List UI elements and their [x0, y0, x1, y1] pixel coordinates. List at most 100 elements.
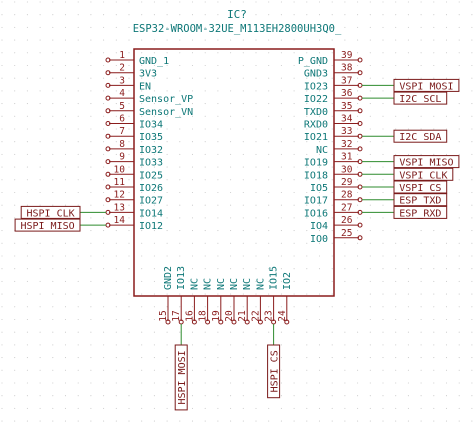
- pin-name: IO15: [269, 266, 280, 290]
- pin-number: 4: [119, 88, 125, 99]
- pin-number: 13: [114, 202, 125, 213]
- pin-name: GND3: [304, 69, 328, 80]
- net-label-vspi-miso-text: VSPI_MISO: [399, 158, 453, 169]
- pin-name: Sensor_VN: [139, 107, 193, 118]
- pin-name: IO35: [139, 132, 163, 143]
- pin-number: 3: [119, 75, 125, 86]
- net-label-esp-txd[interactable]: ESP_TXD: [393, 193, 448, 207]
- net-label-hspi-miso[interactable]: HSPI_MISO: [14, 218, 81, 232]
- pin-3[interactable]: 3EN: [105, 75, 151, 92]
- pin-number: 15: [158, 310, 169, 321]
- pin-number: 9: [119, 152, 125, 163]
- pin-number: 37: [341, 75, 352, 86]
- pin-name: IO23: [304, 81, 328, 92]
- net-label-hspi-clk[interactable]: HSPI_CLK: [20, 205, 81, 219]
- pin-name: IO34: [139, 120, 163, 131]
- pin-39[interactable]: 39P_GND: [298, 50, 363, 67]
- net-label-i2c-scl[interactable]: I2C_SCL: [393, 91, 448, 105]
- net-label-hspi-clk-text: HSPI_CLK: [27, 208, 75, 219]
- pin-number: 34: [341, 114, 353, 125]
- pin-number: 25: [341, 228, 352, 239]
- pin-group: 1GND_123V33EN4Sensor_VP5Sensor_VN6IO347I…: [105, 50, 363, 325]
- pin-number: 27: [341, 202, 352, 213]
- net-label-i2c-sda[interactable]: I2C_SDA: [393, 129, 448, 143]
- net-label-hspi-mosi[interactable]: HSPI_MOSI: [174, 344, 188, 411]
- net-label-vspi-miso[interactable]: VSPI_MISO: [393, 155, 460, 169]
- pin-name: IO32: [139, 145, 163, 156]
- pin-number: 11: [114, 177, 126, 188]
- pin-name: IO14: [139, 208, 163, 219]
- pin-name: P_GND: [298, 56, 328, 67]
- pin-name: 3V3: [139, 69, 157, 80]
- pin-number: 21: [237, 310, 248, 322]
- pin-name: IO21: [304, 132, 328, 143]
- component-reference: IC?: [227, 8, 247, 21]
- pin-name: RXD0: [304, 120, 328, 131]
- pin-name: EN: [139, 81, 151, 92]
- pin-number: 29: [341, 177, 353, 188]
- pin-number: 38: [341, 63, 353, 74]
- pin-name: NC: [229, 278, 240, 290]
- pin-name: IO0: [310, 234, 328, 245]
- net-label-vspi-mosi[interactable]: VSPI_MOSI: [393, 78, 460, 92]
- pin-number: 12: [114, 190, 125, 201]
- pin-name: IO19: [304, 158, 328, 169]
- net-label-hspi-miso-text: HSPI_MISO: [20, 221, 74, 232]
- pin-name: IO25: [139, 170, 163, 181]
- pin-number: 17: [171, 310, 182, 321]
- pin-name: IO26: [139, 183, 163, 194]
- net-wires: [80, 84, 394, 345]
- net-label-hspi-cs[interactable]: HSPI_CS: [267, 344, 281, 399]
- net-label-vspi-cs[interactable]: VSPI_CS: [393, 180, 448, 194]
- net-label-vspi-clk[interactable]: VSPI_CLK: [393, 167, 454, 181]
- net-label-esp-txd-text: ESP_TXD: [399, 196, 441, 207]
- pin-name: NC: [316, 145, 328, 156]
- pin-number: 33: [341, 126, 352, 137]
- pin-number: 23: [264, 310, 275, 321]
- pin-number: 1: [119, 50, 125, 61]
- pin-number: 26: [341, 215, 353, 226]
- pin-number: 32: [341, 139, 352, 150]
- pin-name: IO12: [139, 221, 163, 232]
- pin-name: GND_1: [139, 56, 169, 67]
- pin-number: 28: [341, 190, 353, 201]
- pin-number: 6: [119, 114, 125, 125]
- pin-number: 7: [119, 126, 125, 137]
- pin-number: 22: [250, 310, 261, 321]
- pin-number: 35: [341, 101, 352, 112]
- pin-name: IO4: [310, 221, 328, 232]
- pin-number: 16: [184, 310, 195, 322]
- net-label-i2c-scl-text: I2C_SCL: [399, 94, 441, 105]
- pin-number: 39: [341, 50, 353, 61]
- component-value: ESP32-WROOM-32UE_M113EH2800UH3Q0_: [133, 23, 342, 35]
- pin-name: IO16: [304, 208, 328, 219]
- net-label-esp-rxd[interactable]: ESP_RXD: [393, 205, 448, 219]
